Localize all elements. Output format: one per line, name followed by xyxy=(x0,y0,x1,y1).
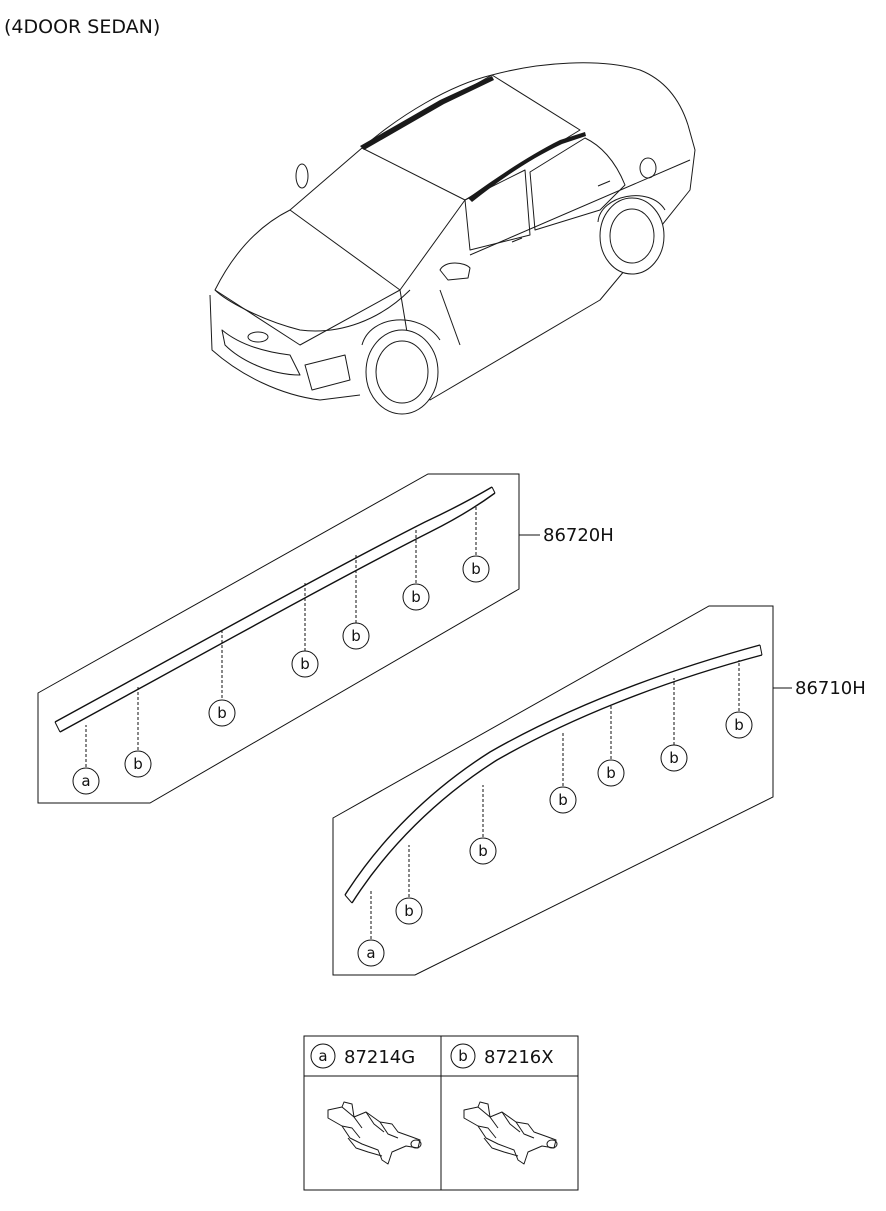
lower-molding-group: 86710H a b b b b xyxy=(332,605,866,976)
upper-callout-b-3: b xyxy=(291,650,319,678)
svg-text:b: b xyxy=(669,749,679,767)
diagram-title: (4DOOR SEDAN) xyxy=(4,16,160,38)
lower-part-number: 86710H xyxy=(795,678,866,699)
upper-frame xyxy=(37,473,520,804)
upper-callout-b-4: b xyxy=(342,622,370,650)
clip-b-illustration xyxy=(463,1101,558,1165)
lower-callout-b-5: b xyxy=(660,744,688,772)
lower-molding xyxy=(344,644,761,896)
lower-callout-a: a xyxy=(357,939,385,967)
lower-frame xyxy=(332,605,774,976)
lower-callout-b-4: b xyxy=(597,759,625,787)
svg-text:a: a xyxy=(318,1047,327,1065)
lower-callout-b-1: b xyxy=(395,897,423,925)
svg-text:b: b xyxy=(404,902,414,920)
legend-a-header: a 87214G xyxy=(310,1043,415,1069)
upper-callout-b-1: b xyxy=(124,750,152,778)
clip-a-illustration xyxy=(327,1101,422,1165)
lower-callout-b-2: b xyxy=(469,837,497,865)
upper-molding-group: 86720H a b b b b xyxy=(37,473,614,804)
legend-table: a 87214G b 87216X xyxy=(303,1035,579,1191)
svg-text:b: b xyxy=(133,755,143,773)
svg-text:b: b xyxy=(458,1047,468,1065)
lower-callout-b-6: b xyxy=(725,711,753,739)
svg-text:b: b xyxy=(478,842,488,860)
svg-text:b: b xyxy=(734,716,744,734)
svg-text:b: b xyxy=(606,764,616,782)
legend-a-part-number: 87214G xyxy=(344,1047,415,1068)
upper-callout-b-2: b xyxy=(208,699,236,727)
upper-callout-b-5: b xyxy=(402,583,430,611)
svg-text:b: b xyxy=(217,704,227,722)
svg-text:a: a xyxy=(366,944,375,962)
svg-text:b: b xyxy=(558,791,568,809)
lower-callout-b-3: b xyxy=(549,786,577,814)
legend-b-part-number: 87216X xyxy=(484,1047,554,1068)
car-illustration xyxy=(209,62,696,415)
upper-callout-b-6: b xyxy=(462,555,490,583)
upper-callout-a: a xyxy=(72,767,100,795)
upper-molding xyxy=(54,486,493,723)
legend-b-header: b 87216X xyxy=(450,1043,554,1069)
svg-text:b: b xyxy=(411,588,421,606)
svg-text:a: a xyxy=(81,772,90,790)
svg-text:b: b xyxy=(471,560,481,578)
svg-text:b: b xyxy=(351,627,361,645)
upper-part-number: 86720H xyxy=(543,525,614,546)
svg-text:b: b xyxy=(300,655,310,673)
